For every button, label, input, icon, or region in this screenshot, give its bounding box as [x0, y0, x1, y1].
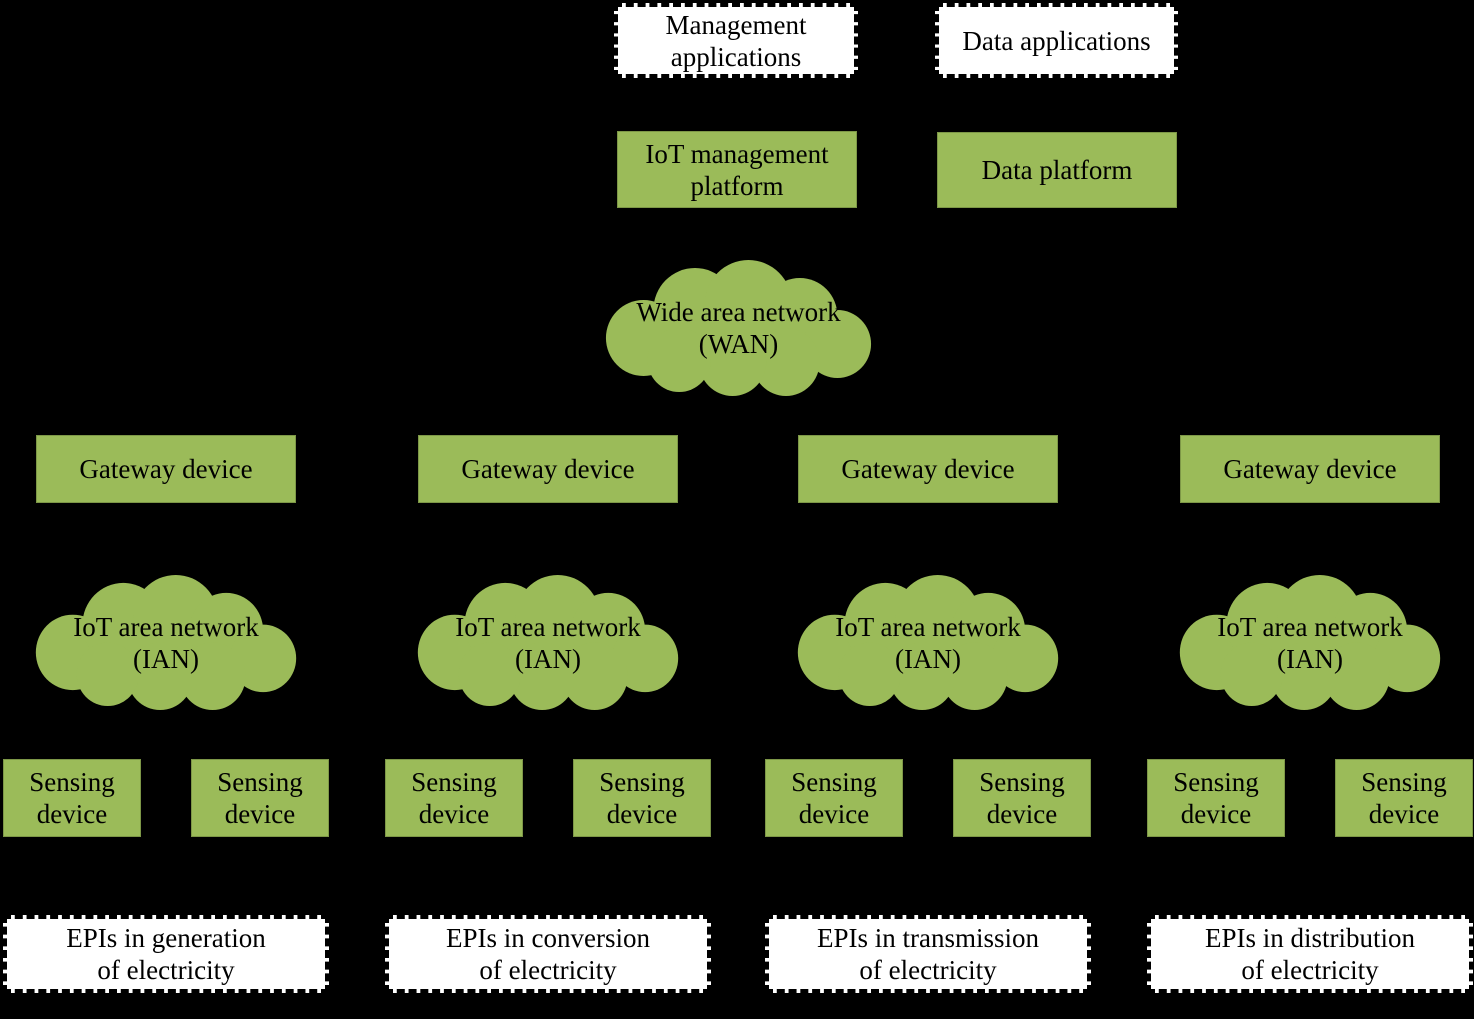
wan-cloud: Wide area network (WAN) [600, 258, 877, 398]
wan-label: Wide area network (WAN) [600, 258, 877, 398]
text-line: IoT area network [1217, 611, 1403, 642]
cloud-shape [35, 574, 297, 711]
cloud-shape [605, 260, 872, 396]
management-applications-box: Management applications [614, 3, 858, 78]
text-line: device [224, 799, 296, 829]
gateway-device-label: Gateway device [461, 454, 635, 484]
ian-label: IoT area network (IAN) [412, 573, 684, 712]
text-line: of electricity [859, 955, 997, 985]
sensing-device-box: Sensing device [1147, 759, 1285, 837]
gateway-device-label: Gateway device [79, 454, 253, 484]
sensing-device-label: Sensing [1361, 767, 1447, 797]
ian-cloud: IoT area network (IAN) [1174, 573, 1446, 712]
text-line: platform [690, 170, 784, 201]
sensing-device-label: Sensing [791, 767, 877, 797]
text-line: IoT area network [73, 611, 259, 642]
gateway-device-box: Gateway device [1180, 435, 1440, 503]
epi-generation-label: EPIs in generation [66, 923, 266, 953]
data-applications-box: Data applications [935, 3, 1178, 78]
sensing-device-box: Sensing device [1335, 759, 1473, 837]
text-line: IoT area network [835, 611, 1021, 642]
text-line: (IAN) [133, 643, 199, 674]
data-applications-label: Data applications [962, 25, 1151, 56]
gateway-device-label: Gateway device [841, 454, 1015, 484]
epi-transmission-label: EPIs in transmission [816, 923, 1039, 953]
ian-cloud: IoT area network (IAN) [30, 573, 302, 712]
iot-management-platform-label: IoT management [645, 138, 829, 169]
epi-conversion-label: EPIs in conversion [446, 923, 650, 953]
text-line: applications [670, 41, 802, 72]
gateway-device-box: Gateway device [418, 435, 678, 503]
text-line: device [606, 799, 678, 829]
text-line: of electricity [479, 955, 617, 985]
sensing-device-box: Sensing device [953, 759, 1091, 837]
sensing-device-box: Sensing device [191, 759, 329, 837]
sensing-device-box: Sensing device [765, 759, 903, 837]
sensing-device-label: Sensing [29, 767, 115, 797]
gateway-device-box: Gateway device [36, 435, 296, 503]
sensing-device-box: Sensing device [3, 759, 141, 837]
cloud-shape [797, 574, 1059, 711]
text-line: device [1368, 799, 1440, 829]
sensing-device-label: Sensing [979, 767, 1065, 797]
gateway-device-label: Gateway device [1223, 454, 1397, 484]
ian-cloud: IoT area network (IAN) [792, 573, 1064, 712]
data-platform-box: Data platform [937, 132, 1177, 208]
management-applications-label: Management [665, 9, 807, 40]
text-line: device [36, 799, 108, 829]
text-line: device [986, 799, 1058, 829]
gateway-device-box: Gateway device [798, 435, 1058, 503]
iot-management-platform-box: IoT management platform [617, 131, 857, 208]
text-line: (IAN) [1277, 643, 1343, 674]
text-line: of electricity [1241, 955, 1379, 985]
ian-label: IoT area network (IAN) [1174, 573, 1446, 712]
sensing-device-box: Sensing device [385, 759, 523, 837]
text-line: device [1180, 799, 1252, 829]
text-line: device [798, 799, 870, 829]
text-line: Wide area network [636, 297, 841, 327]
sensing-device-box: Sensing device [573, 759, 711, 837]
ian-cloud: IoT area network (IAN) [412, 573, 684, 712]
text-line: of electricity [97, 955, 235, 985]
epi-transmission-box: EPIs in transmission of electricity [765, 915, 1091, 993]
sensing-device-label: Sensing [599, 767, 685, 797]
ian-label: IoT area network (IAN) [792, 573, 1064, 712]
sensing-device-label: Sensing [1173, 767, 1259, 797]
sensing-device-label: Sensing [411, 767, 497, 797]
cloud-shape [417, 574, 679, 711]
text-line: (IAN) [515, 643, 581, 674]
text-line: IoT area network [455, 611, 641, 642]
text-line: (WAN) [698, 329, 779, 359]
text-line: device [418, 799, 490, 829]
cloud-shape [1179, 574, 1441, 711]
data-platform-label: Data platform [981, 155, 1133, 185]
epi-generation-box: EPIs in generation of electricity [3, 915, 329, 993]
sensing-device-label: Sensing [217, 767, 303, 797]
ian-label: IoT area network (IAN) [30, 573, 302, 712]
epi-distribution-label: EPIs in distribution [1204, 923, 1415, 953]
text-line: (IAN) [895, 643, 961, 674]
epi-distribution-box: EPIs in distribution of electricity [1147, 915, 1473, 993]
epi-conversion-box: EPIs in conversion of electricity [385, 915, 711, 993]
